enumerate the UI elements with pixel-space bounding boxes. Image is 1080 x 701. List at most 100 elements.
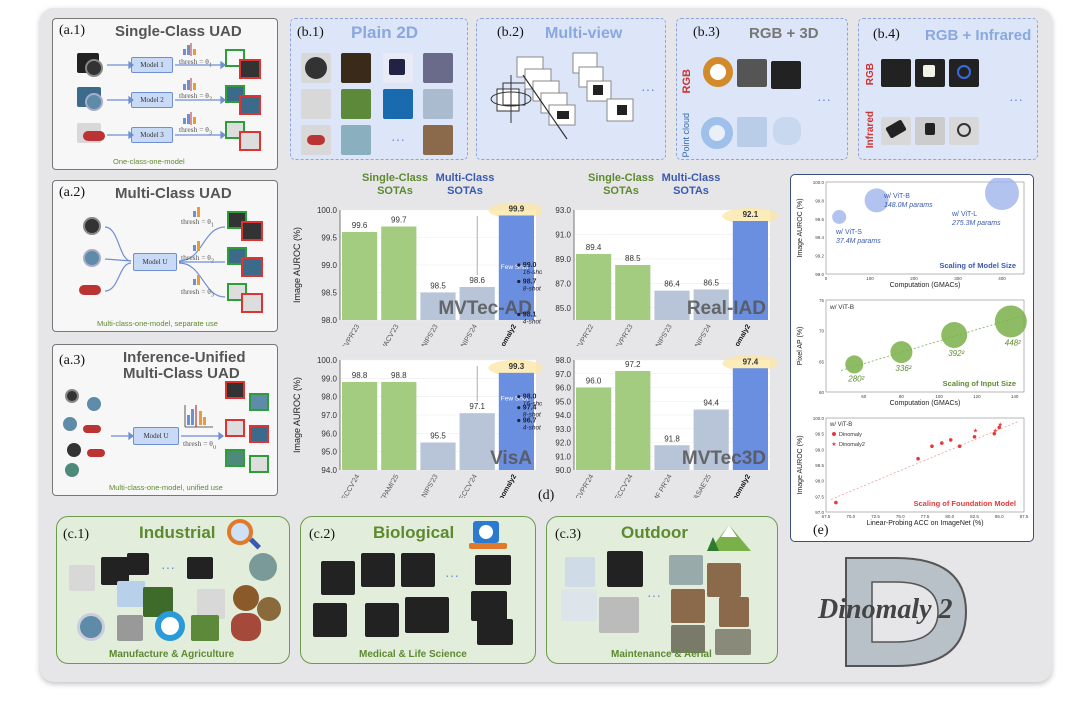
anomaly-output-frame [239,131,261,151]
rgb-label: RGB [681,69,693,94]
threshold-sub: 2 [208,95,213,103]
group-label-single: Single-Class SOTAs [361,172,429,197]
y-tick-label: 99.0 [815,447,824,452]
sample-image [707,563,741,597]
sample-image [669,555,703,585]
y-tick-label: 94.0 [555,411,571,420]
data-point-star: ★ [993,428,998,435]
normal-output-frame [225,49,245,67]
sample-image [187,557,213,579]
x-tick-label: 75.0 [896,514,905,519]
sample-image [423,89,453,119]
sample-image [127,553,149,575]
x-tick-label: LSFA ECCV'24 [605,473,635,498]
sample-image [715,629,751,655]
x-tick-label: GLFM TASAE'25 [680,473,713,498]
chart-subtitle: w/ ViT-B [829,304,854,311]
fewshot-value: 99.0 [523,262,537,269]
panel-tag: (b.1) [297,25,324,40]
y-tick-label: 100.0 [813,416,825,421]
bar-value-label: 88.5 [625,254,641,263]
sample-image [383,89,413,119]
arrows [111,405,224,441]
sample-image [321,561,355,595]
sample-image [701,117,733,149]
input-image [85,59,103,77]
sample-image [599,597,639,633]
y-tick-label: 100.0 [317,356,338,365]
x-tick-label: ReConPatch WACV'23 [359,323,401,346]
panel-tag: (b.3) [693,25,720,40]
x-tick-label: Dinomaly2 [728,473,752,498]
panel-tag: (a.2) [59,185,86,200]
legend-marker [832,432,836,436]
more-dots: ··· [391,131,405,147]
x-tick-label: 72.5 [871,514,880,519]
bar [381,226,417,320]
arrows [107,43,226,140]
x-tick-label: CPMF PR'24 [647,473,673,498]
bar [498,215,534,320]
bar [420,442,456,470]
y-tick-label: 70 [819,329,825,334]
point-cloud-label: Point cloud [681,113,691,158]
bar-value-label: 98.6 [469,276,485,285]
highlight-glow [722,208,779,224]
sample-image [341,89,371,119]
x-tick-label: 67.5 [822,514,831,519]
sample-image [233,585,259,611]
sample-image [249,553,277,581]
logo-text: Dinomaly 2 [818,594,953,625]
x-tick-label: GLASS ECCV'24 [328,473,361,498]
panel-c3: (c.3) Outdoor ··· Maintenance & Aerial [546,516,778,664]
panel-a1: (a.1) Single-Class UAD Model 1 thresh = … [52,18,278,170]
panel-tag: (c.3) [555,527,582,542]
fewshot-label: Few Shot [501,396,529,403]
mountain-tree-icon [707,525,751,551]
y-tick-label: 89.0 [555,255,571,264]
chart-title: Scaling of Input Size [943,379,1016,388]
sample-image [957,123,971,137]
fewshot-value: 98.7 [523,279,537,286]
bar [459,287,495,320]
sample-image [191,615,219,641]
sample-image [607,551,643,587]
fewshot-point [517,279,521,284]
y-tick-label: 60 [819,390,825,395]
sample-image [923,65,935,77]
panel-tag: (c.1) [63,527,90,542]
fewshot-value: 98.0 [523,394,537,401]
fewshot-point [517,395,521,399]
y-tick-label: 75 [819,298,825,303]
panel-b4: (b.4) RGB + Infrared RGB ··· Infrared [858,18,1038,160]
x-axis-label: Computation (GMACs) [890,400,961,407]
y-axis-label: Image AUROC (%) [292,227,302,303]
y-tick-label: 91.0 [555,230,571,239]
threshold-text: thresh = θ [183,439,213,448]
sample-image [69,565,95,591]
x-tick-label: SimpleNet CVPR'23 [324,323,362,346]
x-tick-label: DiffusionAD TPAMI'25 [360,473,400,498]
y-tick-label: 87.0 [555,279,571,288]
threshold-text: thresh = θ [179,125,209,134]
highlight-glow [722,355,779,372]
threshold-label: thresh = θ1 [181,217,214,229]
bar [342,232,378,320]
y-tick-label: 99.8 [815,198,824,203]
panel-b1: (b.1) Plain 2D ··· [290,18,468,160]
bar [576,387,612,470]
bubble-label: 336² [895,364,911,373]
panel-title: Multi-Class UAD [123,365,240,382]
normal-output-frame [249,393,269,411]
sample-image [737,117,767,147]
bar-chart-mvtec3d: 98.097.096.095.094.093.092.091.090.096.0… [555,355,779,498]
input-image [87,449,105,457]
input-image [79,285,101,295]
panel-tag: (a.1) [59,23,86,38]
bubble [832,209,847,224]
x-tick-label: Dinomaly2 [494,473,518,498]
panel-tag: (c.2) [309,527,336,542]
